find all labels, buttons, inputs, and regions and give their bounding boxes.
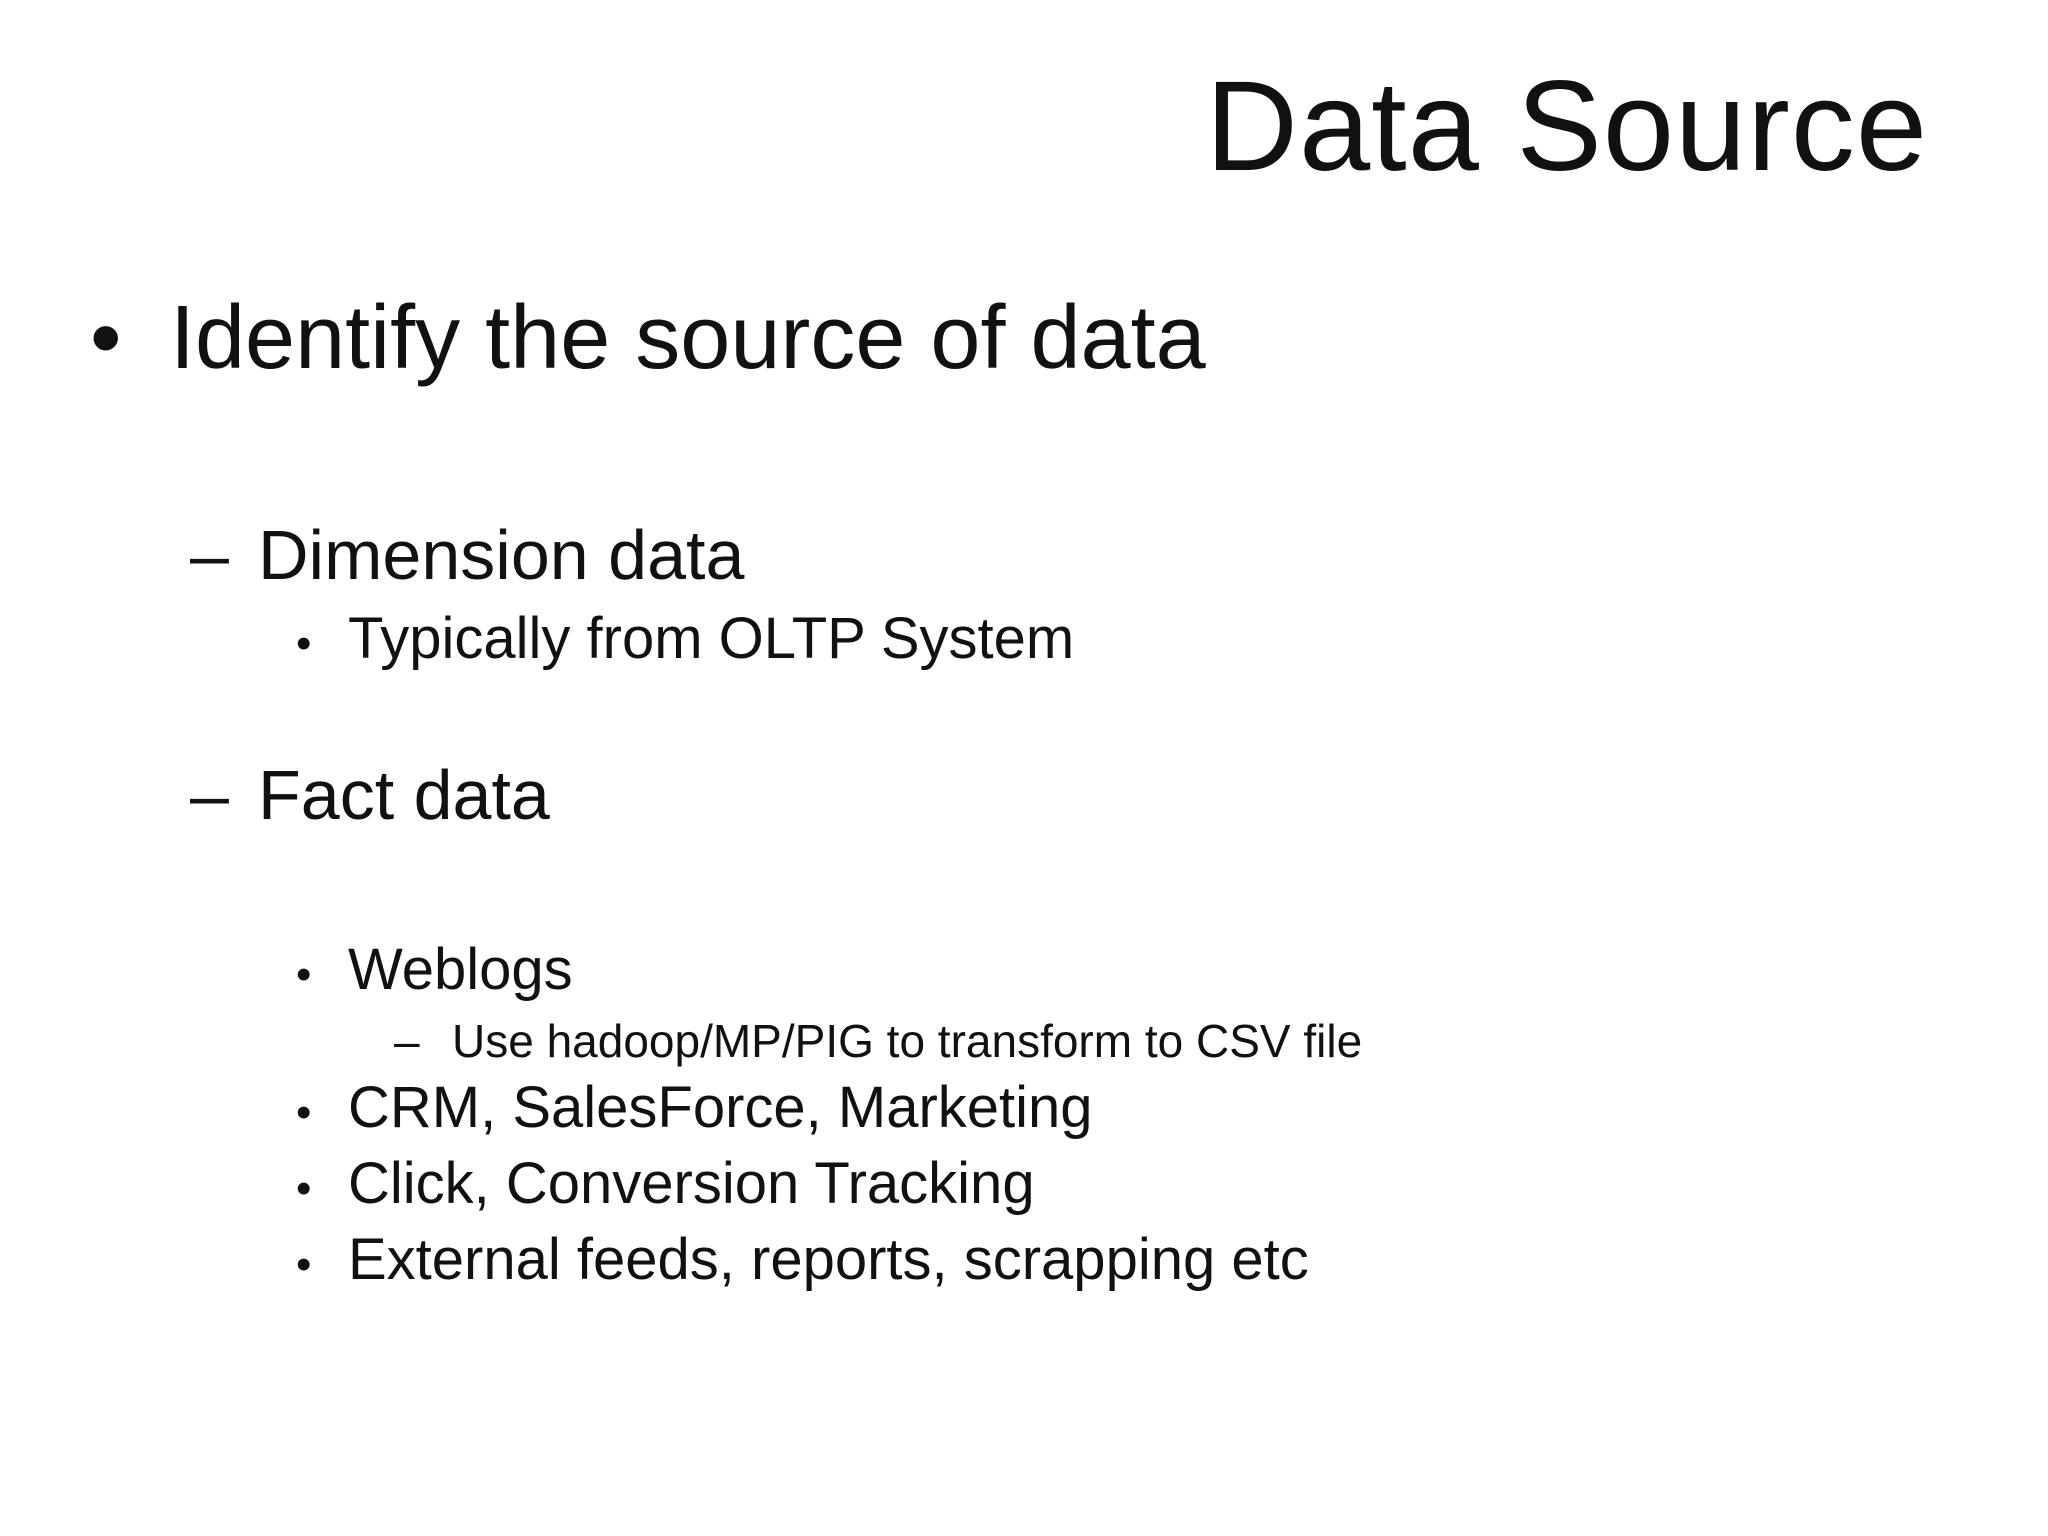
- slide-title: Data Source: [1205, 55, 1928, 198]
- bullet-external-feeds: • External feeds, reports, scrapping etc: [296, 1225, 1309, 1300]
- bullet-identify-source: • Identify the source of data: [90, 283, 1206, 393]
- bullet-dimension-data: – Dimension data: [190, 513, 744, 597]
- bullet-marker: •: [296, 619, 312, 668]
- bullet-text: Dimension data: [258, 516, 745, 594]
- bullet-marker: •: [296, 1088, 312, 1137]
- bullet-marker: •: [296, 1164, 312, 1213]
- bullet-marker: •: [90, 288, 122, 388]
- bullet-oltp-system: • Typically from OLTP System: [296, 604, 1074, 679]
- bullet-marker: •: [296, 1240, 312, 1289]
- bullet-text: Weblogs: [348, 937, 573, 1002]
- bullet-text: Use hadoop/MP/PIG to transform to CSV fi…: [452, 1015, 1363, 1067]
- dash-marker: –: [190, 516, 229, 594]
- bullet-weblogs: • Weblogs: [296, 935, 573, 1010]
- bullet-hadoop-transform: – Use hadoop/MP/PIG to transform to CSV …: [394, 1013, 1362, 1069]
- dash-marker: –: [190, 756, 229, 834]
- bullet-fact-data: – Fact data: [190, 753, 550, 837]
- bullet-text: Fact data: [258, 756, 550, 834]
- bullet-text: CRM, SalesForce, Marketing: [348, 1075, 1093, 1140]
- bullet-click-tracking: • Click, Conversion Tracking: [296, 1149, 1035, 1224]
- bullet-text: Identify the source of data: [170, 288, 1206, 388]
- bullet-marker: •: [296, 950, 312, 999]
- bullet-crm: • CRM, SalesForce, Marketing: [296, 1073, 1093, 1148]
- bullet-text: Click, Conversion Tracking: [348, 1151, 1035, 1216]
- dash-marker: –: [394, 1015, 420, 1067]
- bullet-text: Typically from OLTP System: [348, 606, 1075, 671]
- bullet-text: External feeds, reports, scrapping etc: [348, 1227, 1309, 1292]
